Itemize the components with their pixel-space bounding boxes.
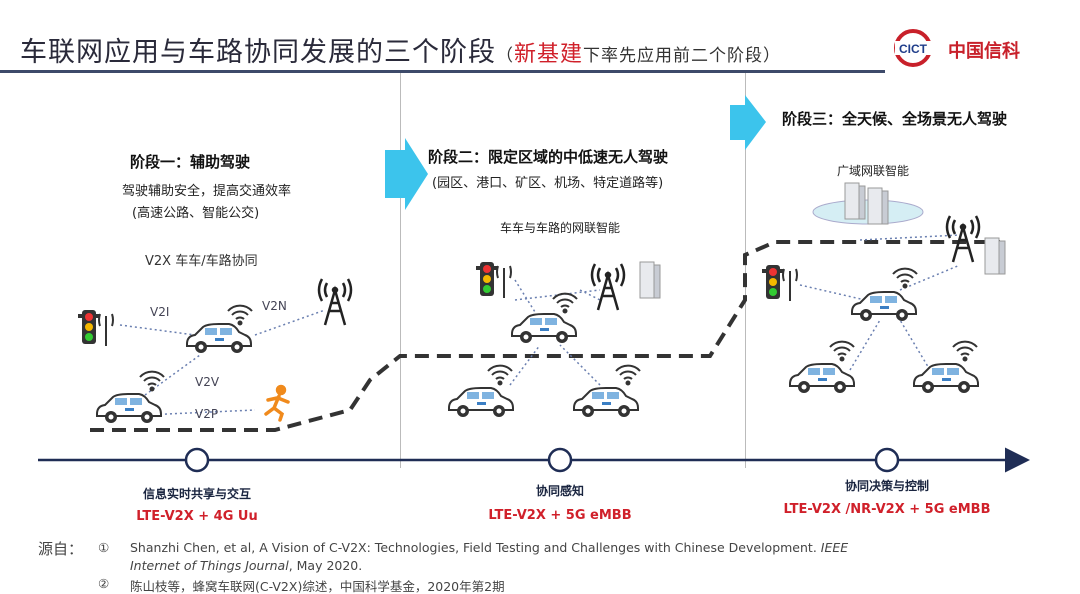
milestone-marker [547,447,573,473]
svg-text:CICT: CICT [899,42,928,56]
wifi-icon [892,267,918,289]
link-label: V2P [195,407,219,421]
stage1-title: 阶段一：辅助驾驶 [130,153,251,171]
milestone-label: 协同感知 [535,484,585,498]
stage2-scope: (园区、港口、矿区、机场、特定道路等) [432,176,664,191]
stage1-desc: 驾驶辅助安全，提高交通效率 [122,184,292,199]
milestone-label: 信息实时共享与交互 [142,487,252,501]
car-icon [448,387,514,418]
reference-number: ① [98,540,110,555]
server-icon [844,182,866,220]
traffic-light-icon [475,261,512,299]
page-title: 车联网应用与车路协同发展的三个阶段（新基建下率先应用前二个阶段） [20,37,782,68]
cell-tower-icon [317,277,353,327]
cell-tower-icon [945,214,981,264]
wifi-icon [487,364,513,386]
traffic-light-icon [77,309,114,347]
milestone-tech: LTE-V2X /NR-V2X + 5G eMBB [783,502,991,517]
stage-arrow [385,138,428,210]
wifi-icon [552,292,578,314]
reference-2: 陈山枝等，蜂窝车联网(C-V2X)综述，中国科学基金，2020年第2期 [130,579,505,594]
stage1-diagram-label: V2X 车车/车路协同 [145,254,258,269]
stage3-diagram-label: 广域网联智能 [836,164,910,178]
reference-1: Shanzhi Chen, et al, A Vision of C-V2X: … [130,540,849,555]
milestone-marker [184,447,210,473]
progress-staircase [90,240,1000,432]
car-icon [96,393,162,424]
reference-number: ② [98,576,110,591]
milestone-marker [874,447,900,473]
stage-divider [745,73,746,468]
car-icon [186,323,252,354]
stage2-title: 阶段二：限定区域的中低速无人驾驶 [428,148,669,166]
car-icon [789,363,855,394]
car-icon [851,291,917,322]
server-icon [984,237,1006,275]
traffic-light-icon [761,264,798,302]
link-label: V2N [262,299,287,313]
wifi-icon [829,340,855,362]
link-label: V2V [195,375,220,389]
title-underline [0,70,885,73]
stage-arrow [730,95,766,150]
wifi-icon [139,370,165,392]
stage2-diagram-label: 车车与车路的网联智能 [499,221,621,235]
link-label: V2I [150,305,170,319]
stage1-scope: (高速公路、智能公交) [132,206,260,221]
link-lines [119,234,961,416]
wifi-icon [227,304,253,326]
car-icon [573,387,639,418]
car-icon [913,363,979,394]
pedestrian-icon [264,384,290,422]
server-icon [639,261,661,299]
milestone-tech: LTE-V2X + 5G eMBB [488,508,632,523]
stage-divider [400,73,401,468]
car-icon [511,313,577,344]
stage3-title: 阶段三：全天候、全场景无人驾驶 [782,110,1008,128]
reference-1-cont: Internet of Things Journal, May 2020. [130,558,363,573]
wifi-icon [615,364,641,386]
logo-text: 中国信科 [948,41,1020,62]
references-prefix: 源自： [38,540,84,558]
cict-logo-icon: CICT [894,29,933,67]
wifi-icon [952,340,978,362]
server-icon [867,187,889,225]
cell-tower-icon [590,262,626,312]
milestone-tech: LTE-V2X + 4G Uu [136,509,258,524]
milestone-label: 协同决策与控制 [844,479,930,493]
